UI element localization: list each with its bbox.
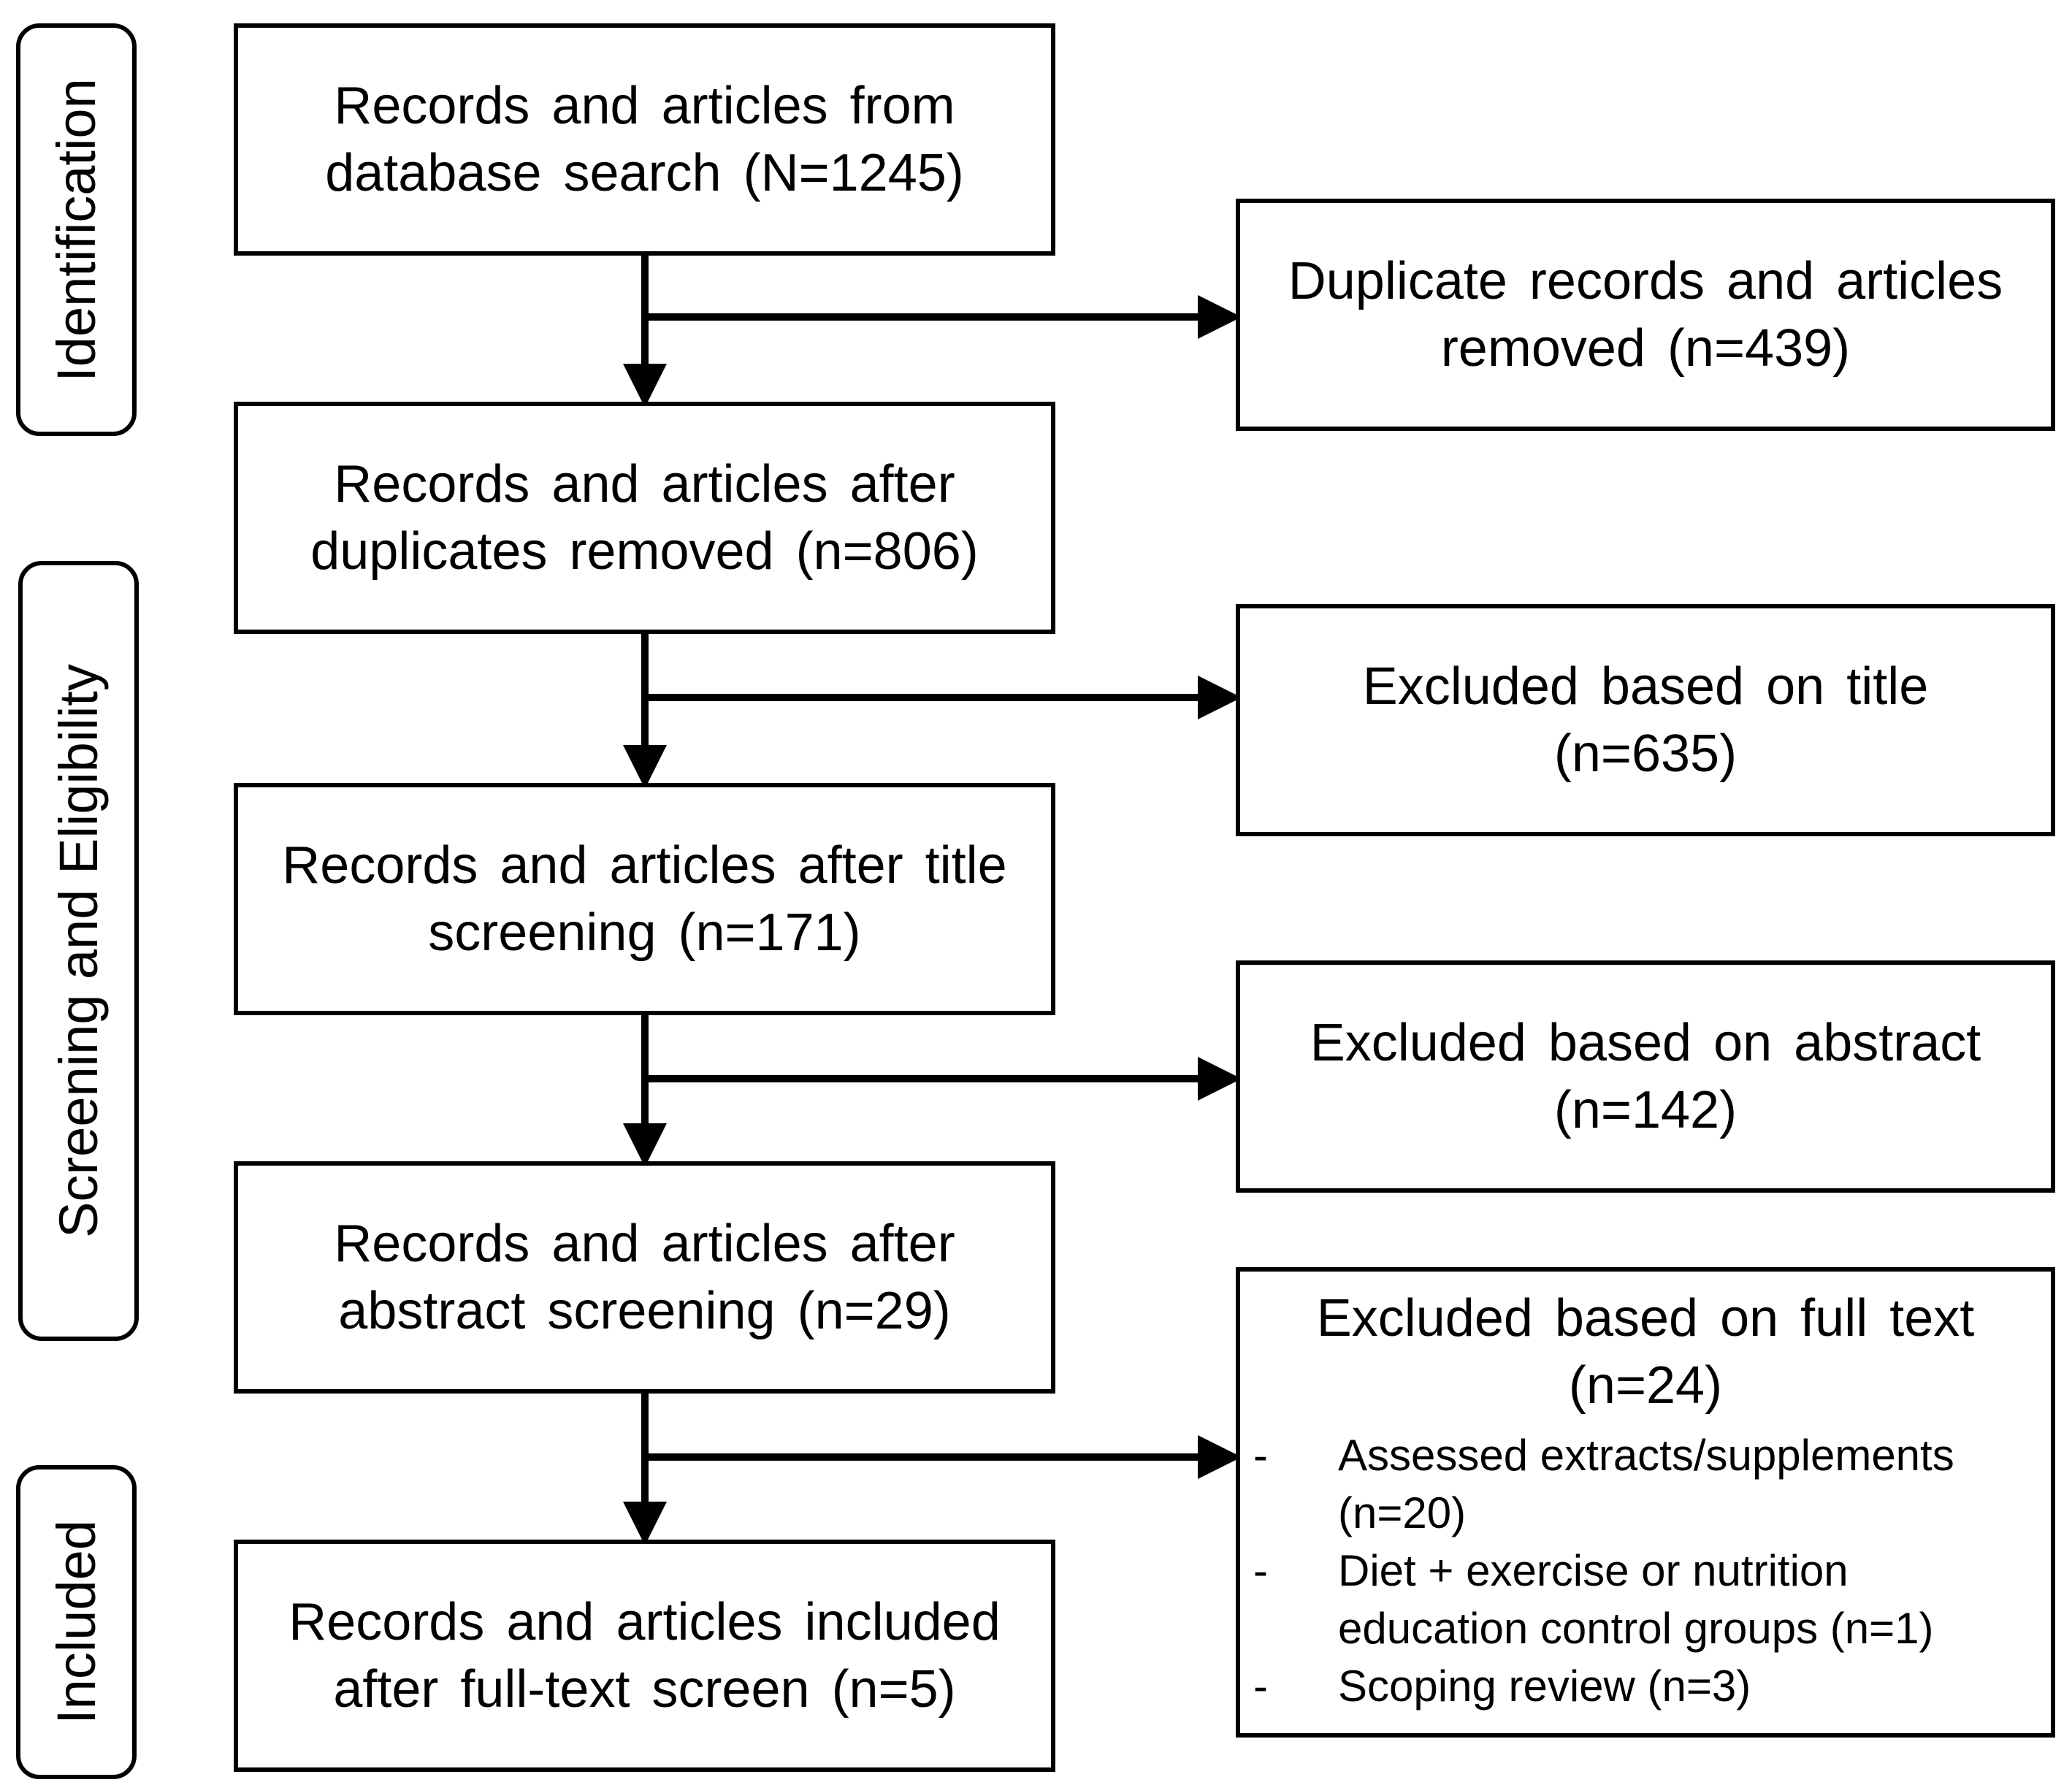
exclusion-reason-item: - Scoping review (n=3) bbox=[1253, 1657, 2044, 1715]
box-after-duplicates-text: Records and articles after duplicates re… bbox=[310, 455, 979, 581]
phase-identification-label: Identification bbox=[45, 77, 107, 382]
box-after-duplicates: Records and articles after duplicates re… bbox=[234, 402, 1055, 634]
box-duplicates-removed-text: Duplicate records and articles removed (… bbox=[1288, 252, 2003, 378]
box-excluded-abstract: Excluded based on abstract (n=142) bbox=[1236, 960, 2055, 1193]
box-included: Records and articles included after full… bbox=[234, 1540, 1055, 1772]
box-after-abstract-screening-text: Records and articles after abstract scre… bbox=[334, 1215, 955, 1340]
box-records-identified-text: Records and articles from database searc… bbox=[325, 77, 964, 202]
phase-included: Included bbox=[16, 1465, 137, 1779]
excluded-full-text-reasons: - Assessed extracts/supplements (n=20) -… bbox=[1253, 1426, 2044, 1715]
exclusion-reason-text: Scoping review (n=3) bbox=[1338, 1662, 1751, 1711]
exclusion-reason-item: - Diet + exercise or nutrition education… bbox=[1253, 1542, 2044, 1657]
phase-screening-eligibility: Screening and Eligibility bbox=[18, 561, 139, 1341]
list-dash: - bbox=[1253, 1546, 1268, 1595]
exclusion-reason-text: Assessed extracts/supplements (n=20) bbox=[1338, 1431, 1954, 1537]
phase-screening-eligibility-label: Screening and Eligibility bbox=[47, 664, 109, 1238]
box-after-abstract-screening: Records and articles after abstract scre… bbox=[234, 1161, 1055, 1394]
box-duplicates-removed: Duplicate records and articles removed (… bbox=[1236, 199, 2055, 431]
box-records-identified: Records and articles from database searc… bbox=[234, 23, 1055, 256]
excluded-full-text-title: Excluded based on full text (n=24) bbox=[1316, 1289, 1975, 1415]
box-excluded-title: Excluded based on title (n=635) bbox=[1236, 604, 2055, 836]
exclusion-reason-text: Diet + exercise or nutrition education c… bbox=[1338, 1546, 1934, 1653]
list-dash: - bbox=[1253, 1662, 1268, 1711]
phase-identification: Identification bbox=[16, 23, 137, 436]
exclusion-reason-item: - Assessed extracts/supplements (n=20) bbox=[1253, 1426, 2044, 1542]
box-excluded-full-text: Excluded based on full text (n=24) - Ass… bbox=[1236, 1267, 2055, 1738]
box-after-title-screening: Records and articles after title screeni… bbox=[234, 783, 1055, 1015]
box-after-title-screening-text: Records and articles after title screeni… bbox=[282, 836, 1007, 962]
box-excluded-title-text: Excluded based on title (n=635) bbox=[1362, 657, 1929, 783]
list-dash: - bbox=[1253, 1431, 1268, 1480]
phase-included-label: Included bbox=[45, 1520, 107, 1724]
box-excluded-abstract-text: Excluded based on abstract (n=142) bbox=[1310, 1014, 1981, 1139]
box-included-text: Records and articles included after full… bbox=[288, 1593, 1001, 1719]
